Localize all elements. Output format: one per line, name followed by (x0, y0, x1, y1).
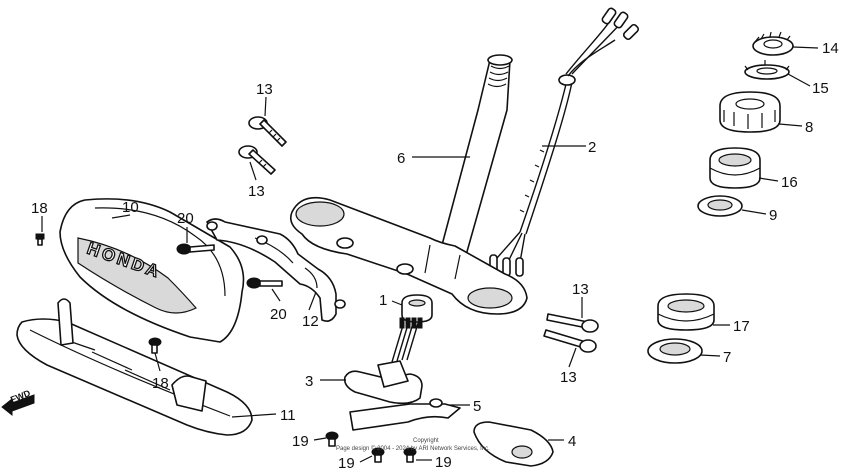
callout-2[interactable]: 2 (588, 139, 596, 156)
forward-direction-indicator: FWD (1, 388, 35, 417)
part-19-screw-2[interactable] (371, 447, 385, 463)
callout-8[interactable]: 8 (805, 119, 813, 136)
callout-19-a[interactable]: 19 (292, 433, 309, 450)
callout-18-lower[interactable]: 18 (152, 375, 169, 392)
callout-7[interactable]: 7 (723, 349, 731, 366)
callout-19-b[interactable]: 19 (338, 455, 355, 472)
copyright-notice: Copyright Page design © 2004 - 2024 by A… (336, 438, 490, 452)
callout-18-upper[interactable]: 18 (31, 200, 48, 217)
callout-19-c[interactable]: 19 (435, 454, 452, 471)
callout-15[interactable]: 15 (812, 80, 829, 97)
callout-14[interactable]: 14 (822, 40, 839, 57)
part-17-bearing[interactable] (657, 293, 715, 331)
part-13-bolt-lower-2[interactable] (543, 329, 597, 353)
callout-labels: 14 15 8 16 9 2 6 13 13 18 10 20 20 12 1 … (31, 40, 839, 472)
callout-11[interactable]: 11 (280, 407, 296, 424)
copyright-line-2: Page design © 2004 - 2024 by ARI Network… (336, 445, 490, 452)
callout-5[interactable]: 5 (473, 398, 481, 415)
callout-13-upper-b[interactable]: 13 (248, 183, 265, 200)
callout-13-lower-b[interactable]: 13 (560, 369, 577, 386)
part-5-stay[interactable] (349, 398, 461, 431)
part-1-bushing[interactable] (401, 294, 433, 323)
part-13-bolt-lower[interactable] (546, 313, 599, 333)
part-11-lower-guard[interactable] (16, 298, 253, 436)
part-19-screw-3[interactable] (403, 447, 417, 463)
callout-12[interactable]: 12 (302, 313, 319, 330)
part-9-dust-seal[interactable] (697, 195, 743, 217)
part-19-screw[interactable] (325, 431, 339, 447)
part-14-lock-nut[interactable] (752, 31, 794, 56)
callout-6[interactable]: 6 (397, 150, 405, 167)
copyright-line-1: Copyright (413, 438, 439, 444)
leader-lines (41, 46, 819, 463)
callout-13-lower-a[interactable]: 13 (572, 281, 589, 298)
callout-10[interactable]: 10 (122, 199, 139, 216)
callout-1[interactable]: 1 (379, 292, 387, 309)
part-10-emblem-cover[interactable]: HONDA (59, 198, 245, 343)
part-3-switch[interactable] (343, 317, 423, 405)
part-18-screw-2[interactable] (148, 337, 162, 354)
part-2-wire-harness[interactable] (489, 7, 640, 277)
callout-13-upper-a[interactable]: 13 (256, 81, 273, 98)
callout-16[interactable]: 16 (781, 174, 798, 191)
callout-20-upper[interactable]: 20 (177, 210, 194, 227)
callout-20-lower[interactable]: 20 (270, 306, 287, 323)
callout-17[interactable]: 17 (733, 318, 750, 335)
part-20-screw-2[interactable] (246, 277, 283, 289)
part-8-adjusting-nut[interactable] (719, 91, 781, 133)
part-20-screw[interactable] (176, 243, 215, 255)
part-18-screw[interactable] (35, 233, 45, 246)
part-15-lock-washer[interactable] (744, 60, 790, 80)
callout-3[interactable]: 3 (305, 373, 313, 390)
part-13-bolt-upper[interactable] (248, 116, 287, 147)
callout-9[interactable]: 9 (769, 207, 777, 224)
part-4-cover[interactable] (473, 421, 554, 467)
callout-4[interactable]: 4 (568, 433, 576, 450)
part-13-bolt-upper-2[interactable] (238, 145, 276, 175)
part-7-race[interactable] (647, 338, 703, 364)
part-16-bearing[interactable] (709, 147, 761, 189)
part-12-bracket[interactable] (206, 218, 346, 322)
part-6-steering-stem[interactable] (289, 54, 528, 315)
